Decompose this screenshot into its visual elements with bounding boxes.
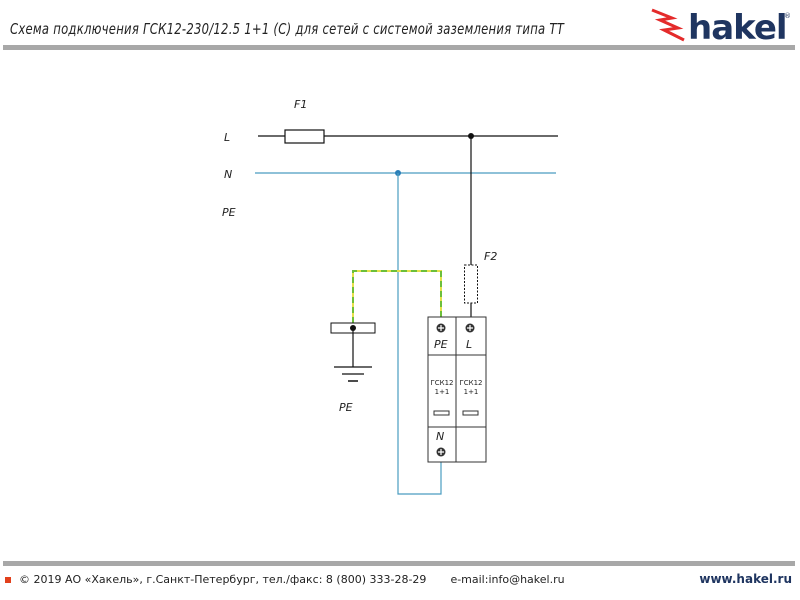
footer-copyright: © 2019 АО «Хакель», г.Санкт-Петербург, т… (19, 573, 427, 586)
module-right-type: 1+1 (464, 388, 479, 396)
terminal-pe: PE (434, 338, 448, 351)
footer-divider (3, 561, 795, 566)
module-left-name: ГСК12 (430, 379, 453, 387)
footer: © 2019 АО «Хакель», г.Санкт-Петербург, т… (5, 573, 565, 586)
module-left-type: 1+1 (435, 388, 450, 396)
screw-terminal-icon (436, 447, 446, 457)
module-right-name: ГСК12 (459, 379, 482, 387)
footer-email[interactable]: e-mail:info@hakel.ru (450, 573, 565, 586)
bullet-icon (5, 576, 11, 583)
screw-terminal-icon (436, 323, 446, 333)
status-indicator (433, 410, 450, 416)
ground-bar (330, 322, 376, 382)
header-divider (3, 45, 795, 50)
logo-text: hakel (688, 8, 787, 46)
terminal-n: N (436, 430, 444, 443)
fuse-f2 (464, 264, 478, 304)
page-title: Схема подключения ГСК12-230/12.5 1+1 (С)… (10, 20, 565, 38)
screw-terminal-icon (465, 323, 475, 333)
terminal-l: L (466, 338, 472, 351)
surge-protector-device: PE L N ГСК12 1+1 ГСК12 1+1 (427, 316, 487, 463)
hakel-logo: hakel ® (650, 6, 791, 50)
pe-wire (352, 270, 442, 327)
label-f1: F1 (294, 98, 307, 111)
label-pe: PE (222, 206, 236, 219)
ground-label: PE (339, 401, 353, 414)
fuse-f1 (284, 129, 325, 144)
label-n: N (224, 168, 232, 181)
label-f2: F2 (484, 250, 497, 263)
status-indicator (462, 410, 479, 416)
footer-website-link[interactable]: www.hakel.ru (699, 572, 792, 586)
svg-text:®: ® (784, 12, 790, 20)
neutral-wire (397, 173, 442, 495)
label-l: L (224, 131, 230, 144)
